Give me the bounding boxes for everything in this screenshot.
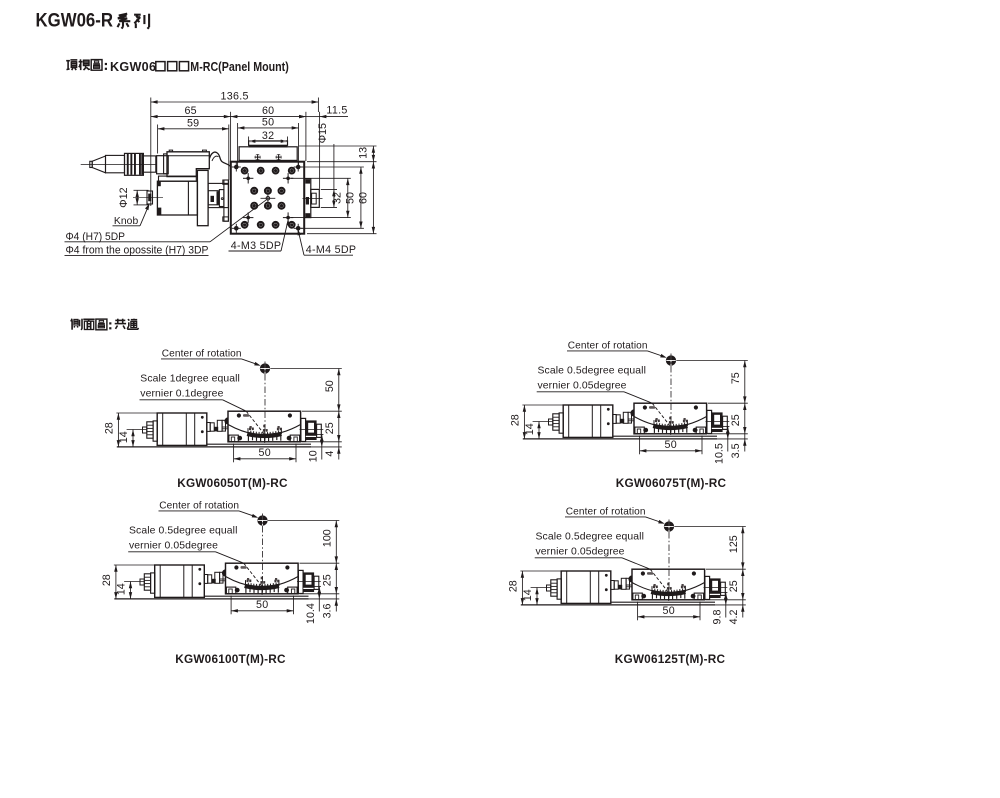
svg-text:3.6: 3.6 [321,604,333,619]
svg-text:Center of rotation: Center of rotation [159,501,239,512]
svg-text:14: 14 [115,583,127,595]
svg-text:Center of rotation: Center of rotation [566,507,646,518]
svg-text:14: 14 [118,431,130,443]
svg-text:10: 10 [308,450,320,462]
svg-text:KGW06: KGW06 [110,60,156,74]
svg-text:Φ15: Φ15 [317,123,329,143]
svg-text:KGW06100T(M)-RC: KGW06100T(M)-RC [175,652,286,666]
svg-text:50: 50 [324,380,336,392]
svg-text:Scale 0.5degree equall: Scale 0.5degree equall [538,365,647,376]
svg-text:4.2: 4.2 [728,610,740,625]
svg-text:50: 50 [663,605,676,617]
svg-text:KGW06075T(M)-RC: KGW06075T(M)-RC [616,476,727,490]
svg-text:KGW06125T(M)-RC: KGW06125T(M)-RC [615,652,726,666]
svg-text:60: 60 [358,192,370,204]
svg-text:KGW06-R: KGW06-R [36,10,114,32]
svg-text:Knob: Knob [114,216,139,227]
svg-text:vernier 0.05degree: vernier 0.05degree [538,380,627,391]
svg-text:M-RC(Panel Mount): M-RC(Panel Mount) [190,60,288,74]
svg-text:125: 125 [728,535,740,553]
svg-text:4-M4 5DP: 4-M4 5DP [306,244,357,256]
svg-text:136.5: 136.5 [220,91,248,103]
svg-text:28: 28 [101,574,113,586]
svg-text:32: 32 [331,192,343,204]
svg-text:Center of rotation: Center of rotation [568,341,648,352]
svg-text:10.5: 10.5 [714,443,726,464]
svg-text:Scale 1degree equall: Scale 1degree equall [140,373,240,384]
svg-text:4-M3 5DP: 4-M3 5DP [231,240,282,252]
svg-text:14: 14 [522,589,534,601]
svg-text:Scale 0.5degree equall: Scale 0.5degree equall [536,531,645,542]
svg-text:59: 59 [187,117,200,129]
svg-text:KGW06050T(M)-RC: KGW06050T(M)-RC [177,476,288,490]
svg-text:50: 50 [262,117,275,129]
svg-text:Scale 0.5degree equall: Scale 0.5degree equall [129,525,238,536]
svg-text:28: 28 [509,414,521,426]
svg-text:25: 25 [321,574,333,586]
svg-text:vernier 0.05degree: vernier 0.05degree [536,546,625,557]
svg-text:Φ12: Φ12 [118,187,130,207]
svg-text:10.4: 10.4 [305,603,317,624]
svg-text:25: 25 [728,580,740,592]
svg-text:25: 25 [324,422,336,434]
svg-text:13: 13 [358,147,370,159]
svg-text:vernier 0.05degree: vernier 0.05degree [129,540,218,551]
svg-text:75: 75 [730,372,742,384]
svg-text:Φ4 from the opossite (H7) 3DP: Φ4 from the opossite (H7) 3DP [66,244,209,256]
svg-text:28: 28 [507,580,519,592]
svg-text:9.8: 9.8 [712,610,724,625]
svg-text:3.5: 3.5 [730,443,742,458]
svg-text:50: 50 [345,192,357,204]
svg-text:4: 4 [324,451,336,457]
svg-text:28: 28 [103,422,115,434]
svg-text:100: 100 [321,529,333,547]
svg-text:vernier 0.1degree: vernier 0.1degree [140,388,223,399]
svg-text:32: 32 [262,130,275,142]
svg-text:Φ4 (H7) 5DP: Φ4 (H7) 5DP [66,231,126,243]
svg-text:60: 60 [262,105,275,117]
svg-text:50: 50 [665,439,678,451]
svg-text:50: 50 [259,447,272,459]
svg-text:14: 14 [524,423,536,435]
svg-text:50: 50 [256,599,269,611]
svg-text:Center of rotation: Center of rotation [162,349,242,360]
svg-text:25: 25 [730,414,742,426]
svg-text:65: 65 [184,105,197,117]
svg-text:11.5: 11.5 [326,104,347,116]
